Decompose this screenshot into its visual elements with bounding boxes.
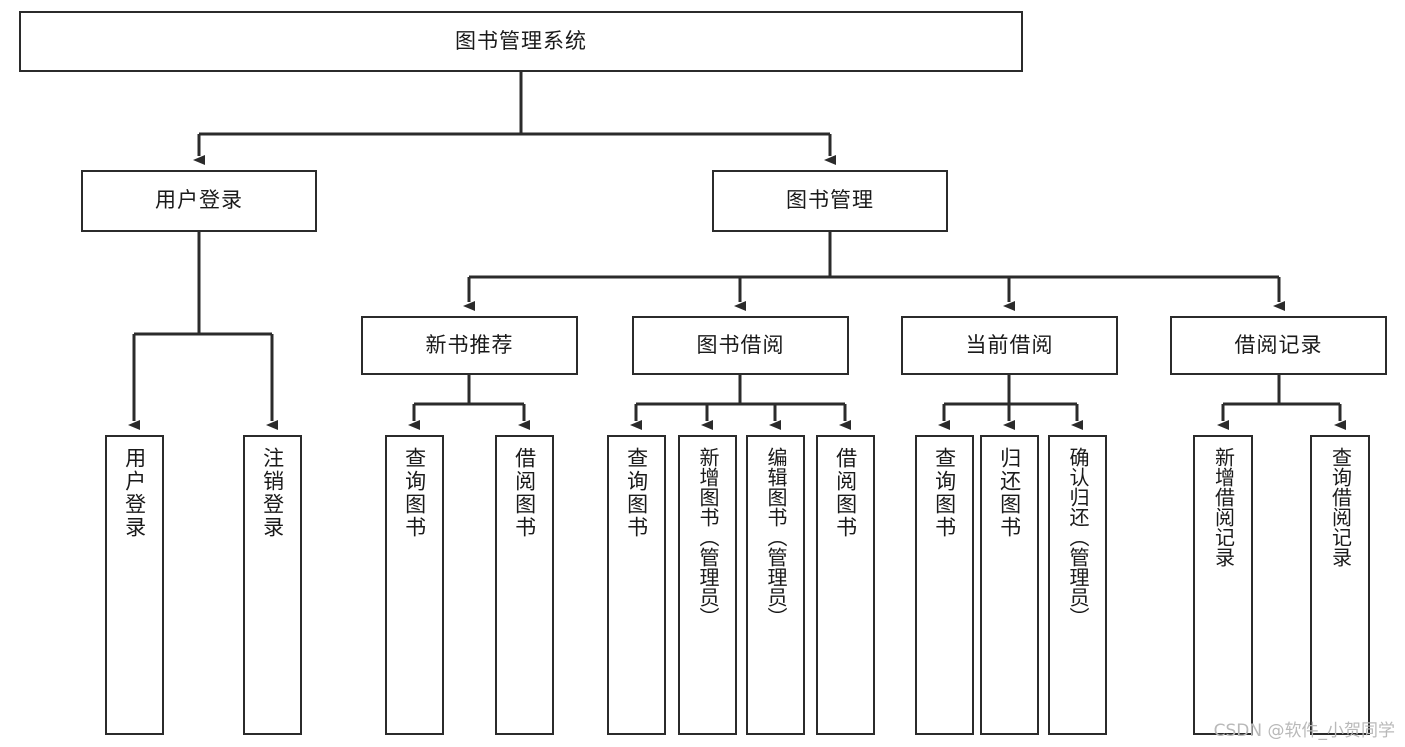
node-current-borrow-label: 当前借阅 [965, 332, 1054, 357]
node-leaf-add-record[interactable]: 新增借阅记录 [1193, 435, 1253, 735]
node-user-login[interactable]: 用户登录 [81, 170, 317, 232]
node-borrow-record[interactable]: 借阅记录 [1170, 316, 1387, 375]
node-leaf-query-book-1-label: 查询图书 [402, 447, 427, 539]
node-leaf-query-book-3-label: 查询图书 [932, 447, 957, 539]
node-book-borrow-label: 图书借阅 [696, 332, 785, 357]
node-book-management-label: 图书管理 [786, 188, 874, 213]
node-new-book-recommend[interactable]: 新书推荐 [361, 316, 578, 375]
node-leaf-query-record-label: 查询借阅记录 [1328, 447, 1353, 567]
node-leaf-user-login[interactable]: 用户登录 [105, 435, 164, 735]
node-leaf-confirm-return-label: 确认归还（管理员） [1066, 447, 1090, 627]
node-current-borrow[interactable]: 当前借阅 [901, 316, 1118, 375]
node-leaf-add-book[interactable]: 新增图书（管理员） [678, 435, 737, 735]
node-book-borrow[interactable]: 图书借阅 [632, 316, 849, 375]
node-user-login-label: 用户登录 [155, 188, 243, 213]
node-leaf-add-record-label: 新增借阅记录 [1211, 447, 1236, 567]
node-leaf-add-book-label: 新增图书（管理员） [696, 447, 720, 627]
node-leaf-edit-book-label: 编辑图书（管理员） [764, 447, 788, 627]
node-leaf-borrow-book-2[interactable]: 借阅图书 [816, 435, 875, 735]
node-leaf-query-record[interactable]: 查询借阅记录 [1310, 435, 1370, 735]
node-leaf-query-book-3[interactable]: 查询图书 [915, 435, 974, 735]
node-leaf-logout-login-label: 注销登录 [260, 447, 285, 539]
node-new-book-recommend-label: 新书推荐 [425, 332, 514, 357]
node-leaf-borrow-book-1[interactable]: 借阅图书 [495, 435, 554, 735]
node-leaf-borrow-book-1-label: 借阅图书 [512, 447, 537, 539]
node-leaf-query-book-1[interactable]: 查询图书 [385, 435, 444, 735]
node-leaf-query-book-2[interactable]: 查询图书 [607, 435, 666, 735]
node-book-management[interactable]: 图书管理 [712, 170, 948, 232]
node-leaf-borrow-book-2-label: 借阅图书 [833, 447, 858, 539]
node-leaf-confirm-return[interactable]: 确认归还（管理员） [1048, 435, 1107, 735]
node-root[interactable]: 图书管理系统 [19, 11, 1023, 72]
node-leaf-query-book-2-label: 查询图书 [624, 447, 649, 539]
node-leaf-logout-login[interactable]: 注销登录 [243, 435, 302, 735]
node-leaf-edit-book[interactable]: 编辑图书（管理员） [746, 435, 805, 735]
node-leaf-user-login-label: 用户登录 [122, 447, 147, 539]
node-root-label: 图书管理系统 [455, 28, 587, 53]
node-leaf-return-book[interactable]: 归还图书 [980, 435, 1039, 735]
node-leaf-return-book-label: 归还图书 [997, 447, 1022, 539]
node-borrow-record-label: 借阅记录 [1234, 332, 1323, 357]
